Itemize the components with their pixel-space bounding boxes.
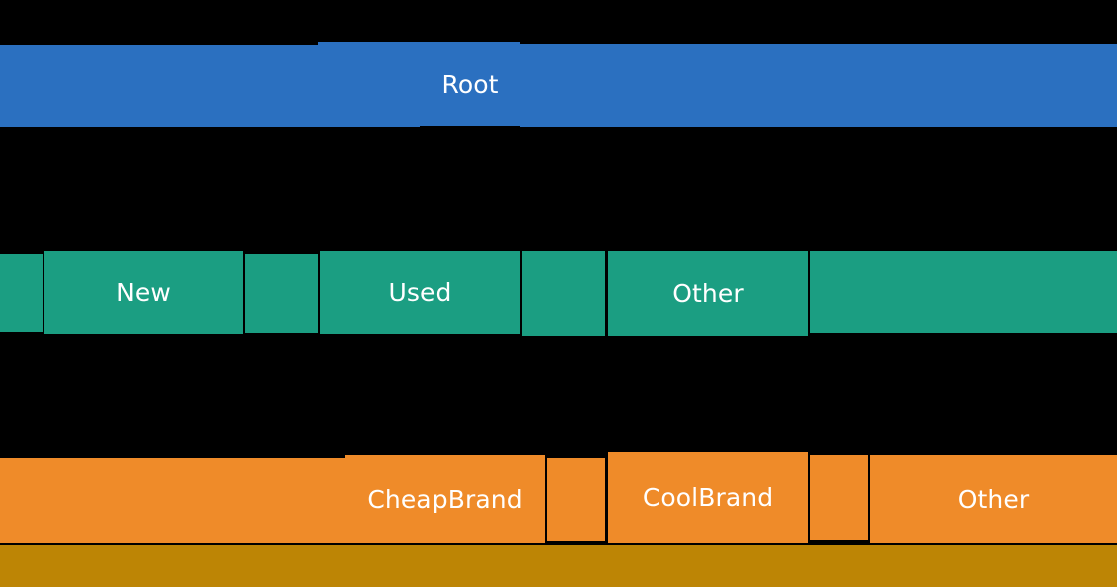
segment-leaf-0[interactable] (0, 545, 1117, 587)
segment-condition-6[interactable] (810, 251, 1117, 333)
segment-root-1[interactable] (318, 42, 420, 127)
segment-condition-2[interactable] (245, 254, 318, 333)
segment-brand-2[interactable] (547, 458, 605, 541)
segment-brand-0[interactable] (0, 458, 345, 543)
segment-brand-4[interactable] (810, 455, 868, 540)
segment-condition-4[interactable] (522, 251, 605, 336)
segment-condition-0[interactable] (0, 254, 43, 332)
segment-root-3[interactable] (520, 44, 1117, 127)
segment-root-0[interactable] (0, 45, 318, 127)
